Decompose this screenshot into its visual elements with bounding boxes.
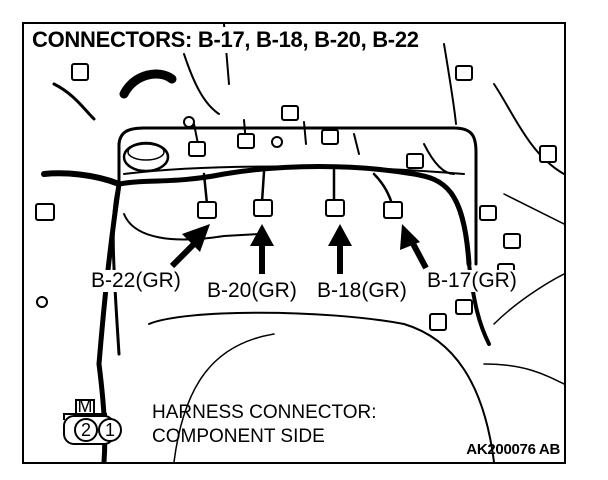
connector-label-b22: B-22(GR)	[90, 269, 182, 292]
legend-tab-text: M	[78, 396, 93, 416]
legend-line-2: COMPONENT SIDE	[152, 426, 325, 447]
engine-harness-illustration: M 2 1	[35, 24, 564, 462]
figure-code: AK200076 AB	[466, 441, 560, 458]
connector-label-b17: B-17(GR)	[426, 269, 518, 292]
legend-pin-1: 1	[105, 420, 115, 440]
connector-label-b18: B-18(GR)	[316, 279, 408, 302]
diagram-title: CONNECTORS: B-17, B-18, B-20, B-22	[32, 27, 423, 53]
connector-label-b20: B-20(GR)	[206, 279, 298, 302]
diagram-frame: M 2 1 CONNECTORS: B-17, B-18, B-20, B-22…	[22, 22, 566, 464]
legend-pin-2: 2	[81, 420, 91, 440]
legend-line-1: HARNESS CONNECTOR:	[152, 402, 377, 423]
